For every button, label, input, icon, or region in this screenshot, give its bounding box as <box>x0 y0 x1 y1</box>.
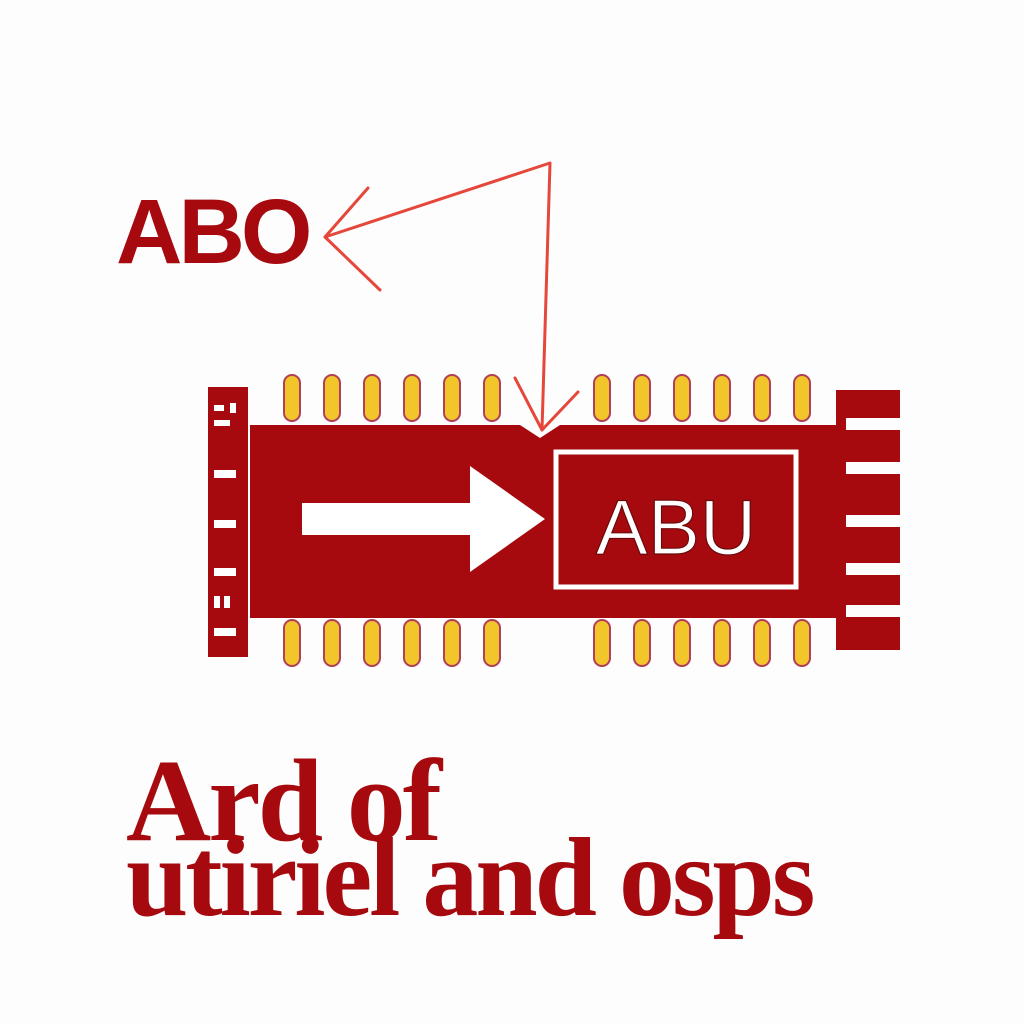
chip-pin <box>483 374 501 422</box>
chip-pin <box>323 374 341 422</box>
bottom-pins-left <box>283 619 501 667</box>
left-terminal-slot <box>214 596 220 608</box>
chip-pin <box>673 374 691 422</box>
caption-line-1: Ard of <box>126 735 442 866</box>
connector-arrowhead-top <box>323 186 382 292</box>
chip-pin <box>673 619 691 667</box>
left-terminal-slot <box>214 628 236 636</box>
chip-body <box>250 425 836 618</box>
left-terminal-slot <box>214 405 224 411</box>
chip-pin <box>753 374 771 422</box>
bottom-pins-right <box>593 619 811 667</box>
chip-pin <box>633 374 651 422</box>
right-arrow-icon <box>302 466 545 572</box>
chip-pin <box>283 619 301 667</box>
right-terminal-slot <box>846 462 900 474</box>
chip-pin <box>283 374 301 422</box>
chip-pin <box>403 374 421 422</box>
chip-label: ABU <box>596 483 756 571</box>
left-terminal-slot <box>224 596 230 608</box>
chip-pin <box>593 374 611 422</box>
left-terminal-slot <box>214 520 236 528</box>
chip-pin <box>793 619 811 667</box>
chip-pin <box>633 619 651 667</box>
connector-path <box>323 161 552 432</box>
chip-pin <box>443 619 461 667</box>
connector-line <box>323 161 580 432</box>
left-terminal-slot <box>214 568 236 576</box>
right-terminal-slot <box>846 605 900 617</box>
chip-label-box <box>553 449 799 590</box>
right-terminal-slot <box>846 515 900 527</box>
left-terminal-slot <box>214 470 236 478</box>
top-label: ABO <box>116 181 312 283</box>
right-terminal-comb <box>836 390 900 650</box>
chip-pin <box>793 374 811 422</box>
top-pins-right <box>593 374 811 422</box>
chip-pin <box>713 374 731 422</box>
right-terminal-slot <box>846 418 900 430</box>
caption-line-2: utiriel and osps <box>126 816 815 940</box>
left-terminal-slot <box>214 420 230 426</box>
chip-pin <box>483 619 501 667</box>
chip-pin <box>363 619 381 667</box>
chip-pin <box>593 619 611 667</box>
chip-pin <box>363 374 381 422</box>
left-terminal-slot <box>230 403 236 413</box>
chip-pin <box>403 619 421 667</box>
right-terminal-slot <box>846 563 900 575</box>
connector-arrowhead-bottom <box>513 376 580 432</box>
left-terminal-strip <box>208 387 248 657</box>
chip-pin <box>323 619 341 667</box>
chip-pin <box>713 619 731 667</box>
top-pins-left <box>283 374 501 422</box>
chip-pin <box>753 619 771 667</box>
chip-pin <box>443 374 461 422</box>
